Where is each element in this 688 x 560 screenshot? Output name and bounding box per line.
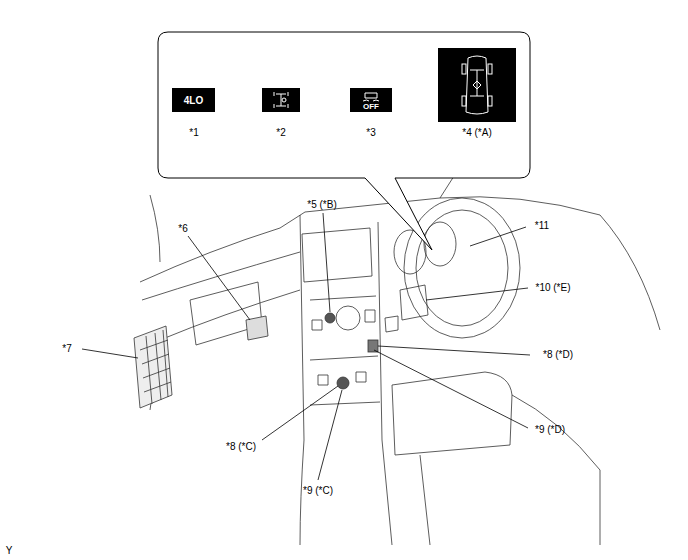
callout-number: *7 <box>62 343 71 355</box>
callout-number: *8 (*D) <box>543 349 573 361</box>
indicator-box: 4LO <box>172 88 215 112</box>
callout-number: *11 <box>535 220 549 232</box>
callout-number: *9 (*D) <box>535 424 565 436</box>
indicator-icon <box>172 88 215 112</box>
callout-number: *3 <box>366 127 375 139</box>
slip-symbol <box>363 93 379 101</box>
indicator-icon <box>262 88 300 112</box>
figure-code: Y <box>6 545 13 557</box>
callout-bubble <box>158 32 530 250</box>
lock-symbol <box>274 92 288 108</box>
callout-number: *6 <box>178 223 187 235</box>
indicator-text: OFF <box>363 102 379 111</box>
callout-number: *1 <box>189 127 198 139</box>
callout-number: *10 (*E) <box>535 282 570 294</box>
indicator-box: OFF <box>350 88 392 112</box>
indicator-icon <box>350 88 392 112</box>
callout-number: *4 (*A) <box>462 127 491 139</box>
callout-number: *5 (*B) <box>307 199 336 211</box>
callout-number: *9 (*C) <box>303 485 333 497</box>
callout-number: *2 <box>276 127 285 139</box>
leader-lines <box>82 213 530 480</box>
indicator-icon <box>438 48 516 122</box>
indicator-text: 4LO <box>184 95 203 106</box>
vehicle-symbol <box>462 56 492 114</box>
callout-number: *8 (*C) <box>226 441 256 453</box>
